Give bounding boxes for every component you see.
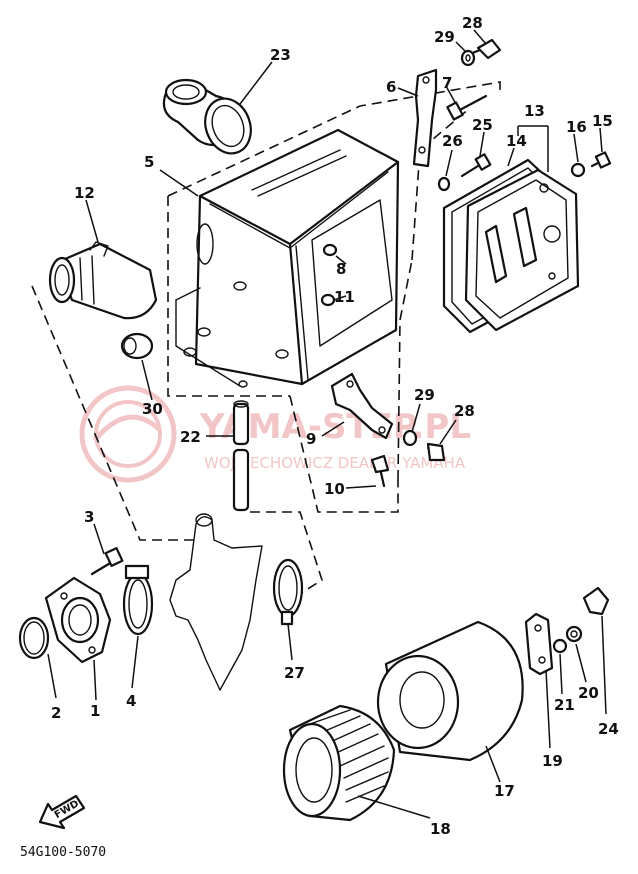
part-1-carburetor-joint: [44, 576, 112, 664]
part-16-washer: [570, 162, 586, 178]
part-4-clamp: [122, 564, 154, 636]
part-13-cover-assembly: [464, 168, 580, 332]
callout-20: 20: [578, 684, 599, 702]
callout-9: 9: [306, 430, 316, 448]
part-28-bolt-lower: [426, 442, 446, 462]
part-21-washer: [552, 638, 568, 654]
part-26-washer: [437, 176, 451, 192]
carburetor-outline: [169, 513, 263, 691]
callout-22: 22: [180, 428, 201, 446]
callout-11: 11: [334, 288, 355, 306]
callout-7: 7: [442, 74, 452, 92]
callout-3: 3: [84, 508, 94, 526]
part-11-nut: [320, 293, 336, 307]
part-17-foam-element: [376, 620, 524, 762]
part-27-clamp: [272, 558, 304, 626]
part-5-air-filter-case: [175, 128, 400, 388]
callout-2: 2: [51, 704, 61, 722]
watermark-logo-icon: [79, 385, 177, 483]
callout-1: 1: [90, 702, 100, 720]
callout-30: 30: [142, 400, 163, 418]
part-24-clip: [582, 586, 610, 616]
callout-28-lower: 28: [454, 402, 475, 420]
callouts: 2 1 3 4 5 6 7 8 9 10 11 12 13 14 15 16 1…: [51, 14, 619, 838]
part-12-intake-joint: [48, 241, 158, 320]
callout-12: 12: [74, 184, 95, 202]
part-18-paper-element: [282, 704, 396, 822]
assembly-outlines: [31, 81, 501, 601]
callout-26: 26: [442, 132, 463, 150]
callout-15: 15: [592, 112, 613, 130]
part-6-bracket: [412, 68, 438, 168]
callout-4: 4: [126, 692, 136, 710]
part-20-nut: [565, 625, 583, 643]
callout-14: 14: [506, 132, 527, 150]
part-22-drain-tube: [232, 400, 250, 512]
callout-8: 8: [336, 260, 346, 278]
callout-21: 21: [554, 696, 575, 714]
part-19-plate: [524, 612, 554, 676]
part-28-bolt-top: [468, 38, 502, 60]
callout-10: 10: [324, 480, 345, 498]
part-3-bolt: [90, 547, 124, 576]
callout-5: 5: [144, 153, 154, 171]
callout-28-top: 28: [462, 14, 483, 32]
part-15-screw: [590, 151, 612, 169]
part-2-o-ring: [18, 616, 50, 660]
part-10-screw: [370, 454, 390, 488]
callout-29-lower: 29: [414, 386, 435, 404]
callout-19: 19: [542, 752, 563, 770]
forward-direction-arrow: FWD: [38, 794, 86, 830]
part-29-washer-lower: [402, 429, 418, 447]
callout-13: 13: [524, 102, 545, 120]
part-8-nut: [322, 243, 338, 257]
callout-23: 23: [270, 46, 291, 64]
leader-lines: [47, 29, 607, 819]
callout-17: 17: [494, 782, 515, 800]
part-29-washer-top: [460, 49, 476, 67]
callout-24: 24: [598, 720, 619, 738]
part-30-grommet: [120, 332, 154, 360]
callout-18: 18: [430, 820, 451, 838]
callout-29-top: 29: [434, 28, 455, 46]
callout-6: 6: [386, 78, 396, 96]
part-25-screw: [460, 153, 492, 178]
part-7-screw: [446, 94, 488, 121]
callout-27: 27: [284, 664, 305, 682]
callout-16: 16: [566, 118, 587, 136]
diagram-code: 54G100-5070: [20, 845, 106, 860]
watermark-line-2: WOJCIECHOWICZ DEALER YAMAHA: [204, 454, 466, 472]
part-23-elbow-duct: [162, 78, 252, 155]
part-9-bracket: [330, 372, 394, 440]
callout-25: 25: [472, 116, 493, 134]
